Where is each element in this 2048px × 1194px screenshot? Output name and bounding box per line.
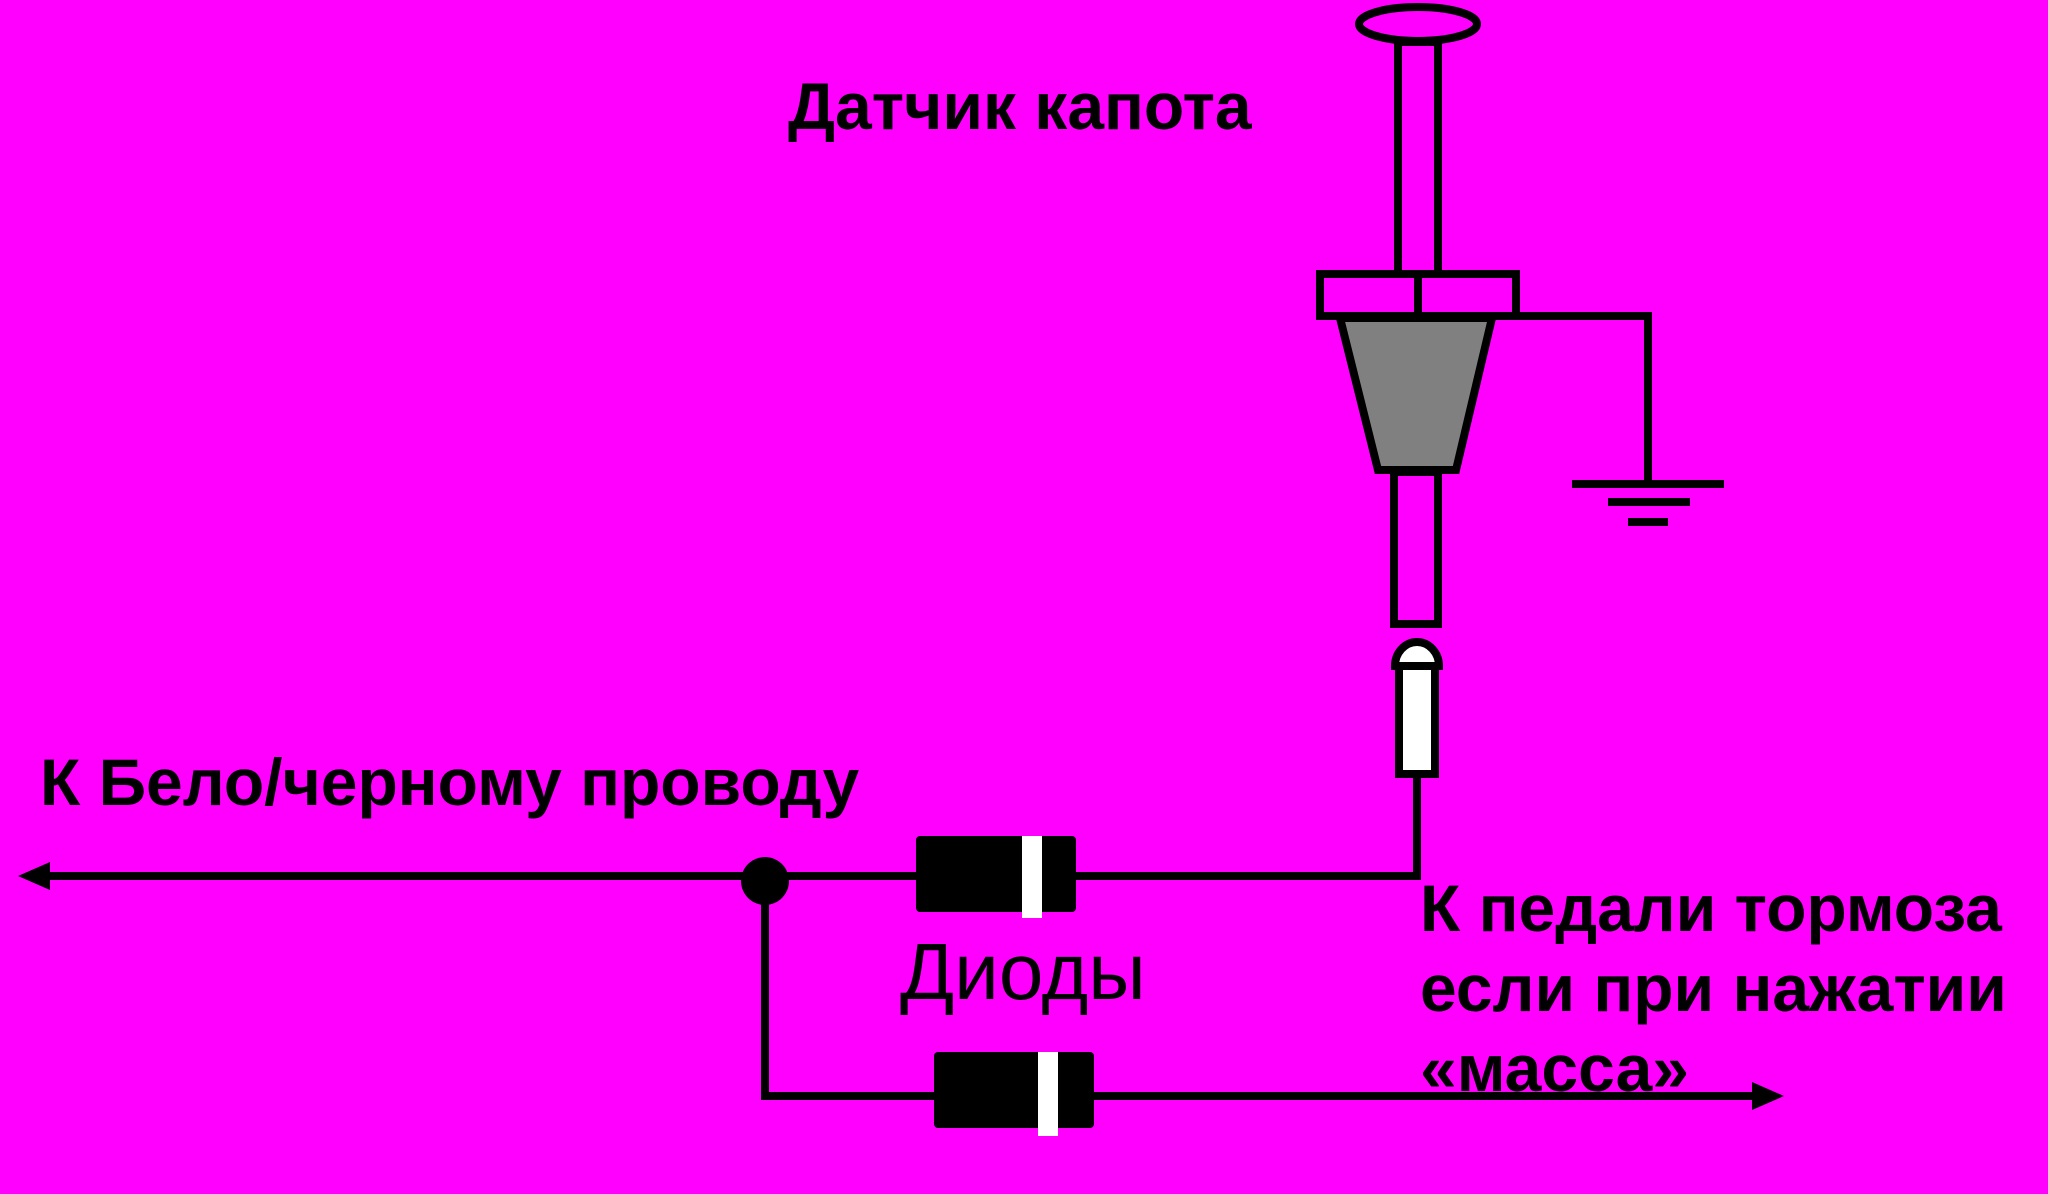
ground-wire — [1512, 312, 1652, 486]
brake-pedal-label: К педали тормоза если при нажатии «масса… — [1420, 868, 2007, 1108]
sensor-stem — [1390, 468, 1442, 628]
diode-top — [916, 836, 1076, 918]
brake-pedal-label-line-1: К педали тормоза — [1420, 871, 2002, 945]
left-arrow-icon — [18, 862, 50, 890]
brake-pedal-label-line-2: если при нажатии — [1420, 951, 2007, 1025]
plunger-rod — [1394, 38, 1442, 278]
diodes-label: Диоды — [900, 927, 1146, 1016]
brake-pedal-label-line-3: «масса» — [1420, 1031, 1689, 1105]
right-arrow-icon — [1752, 1082, 1784, 1110]
diode-bottom — [934, 1052, 1094, 1136]
sensor-body — [1334, 314, 1498, 474]
hood-sensor-label: Датчик капота — [788, 69, 1252, 143]
terminal-connector — [1390, 638, 1444, 778]
junction-dot — [741, 857, 789, 905]
ground-symbol — [1572, 480, 1724, 526]
white-black-wire-label: К Бело/черному проводу — [40, 745, 860, 819]
plunger-cap — [1355, 3, 1481, 45]
